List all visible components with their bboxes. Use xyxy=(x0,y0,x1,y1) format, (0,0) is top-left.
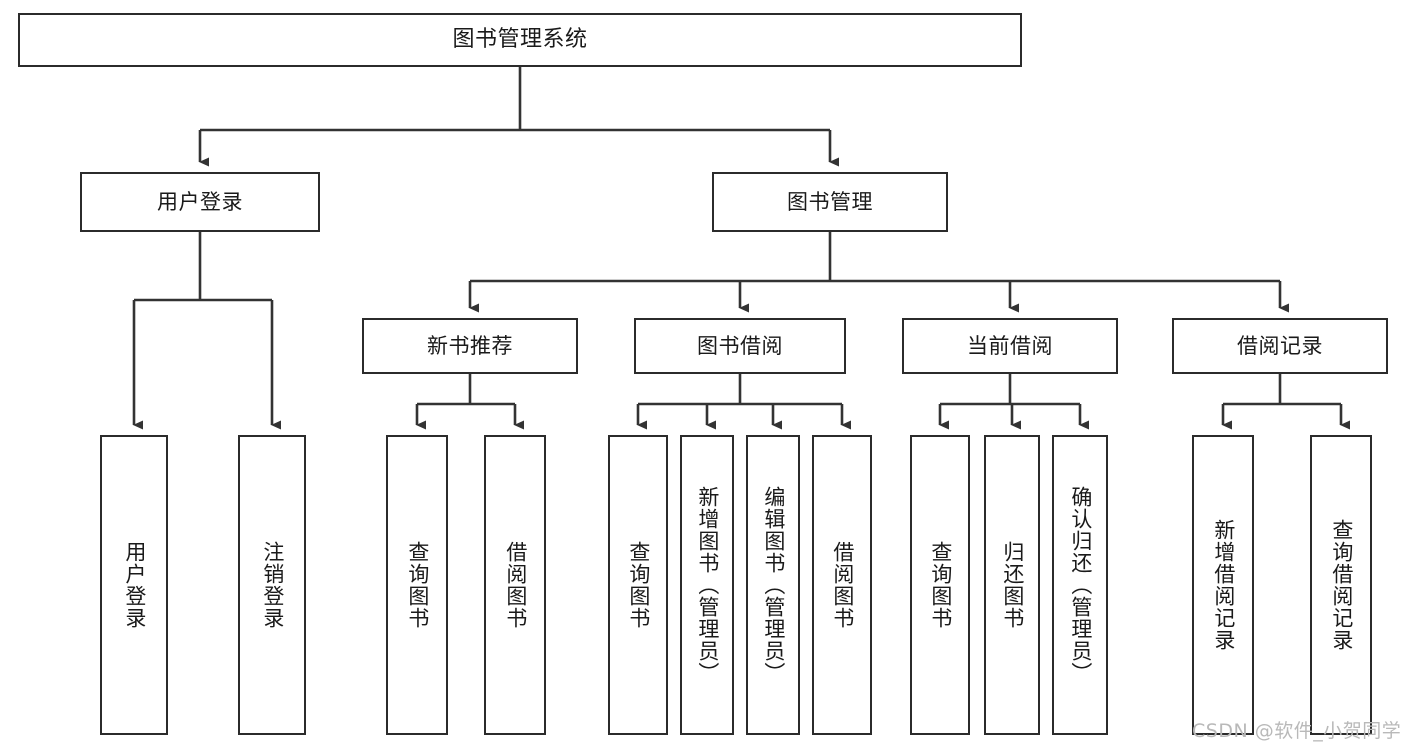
node-label: 新增图书（管理员） xyxy=(695,486,720,684)
node-label: 确认归还（管理员） xyxy=(1068,486,1093,684)
node-leaf-bb-edit[interactable]: 编辑图书（管理员） xyxy=(746,435,800,735)
node-label: 新书推荐 xyxy=(427,333,513,358)
node-label: 注销登录 xyxy=(260,541,285,629)
node-user-login[interactable]: 用户登录 xyxy=(80,172,320,232)
node-leaf-rec-borrow[interactable]: 借阅图书 xyxy=(484,435,546,735)
node-leaf-bb-add[interactable]: 新增图书（管理员） xyxy=(680,435,734,735)
node-book-borrow[interactable]: 图书借阅 xyxy=(634,318,846,374)
node-label: 借阅图书 xyxy=(503,541,528,629)
node-leaf-user-login[interactable]: 用户登录 xyxy=(100,435,168,735)
node-leaf-bb-query[interactable]: 查询图书 xyxy=(608,435,668,735)
node-root[interactable]: 图书管理系统 xyxy=(18,13,1022,67)
node-borrow-record[interactable]: 借阅记录 xyxy=(1172,318,1388,374)
node-label: 新增借阅记录 xyxy=(1211,519,1236,651)
node-label: 当前借阅 xyxy=(967,333,1053,358)
node-leaf-br-query[interactable]: 查询借阅记录 xyxy=(1310,435,1372,735)
node-label: 查询图书 xyxy=(626,541,651,629)
node-leaf-br-add[interactable]: 新增借阅记录 xyxy=(1192,435,1254,735)
node-label: 查询图书 xyxy=(928,541,953,629)
csdn-watermark: CSDN @软件_小贺同学 xyxy=(1192,720,1402,742)
node-current-borrow[interactable]: 当前借阅 xyxy=(902,318,1118,374)
node-label: 查询图书 xyxy=(405,541,430,629)
node-label: 图书管理 xyxy=(787,189,873,214)
node-label: 归还图书 xyxy=(1000,541,1025,629)
node-label: 借阅图书 xyxy=(830,541,855,629)
node-leaf-bb-borrow[interactable]: 借阅图书 xyxy=(812,435,872,735)
node-label: 编辑图书（管理员） xyxy=(761,486,786,684)
node-label: 查询借阅记录 xyxy=(1329,519,1354,651)
node-leaf-cb-confirm[interactable]: 确认归还（管理员） xyxy=(1052,435,1108,735)
node-label: 图书借阅 xyxy=(697,333,783,358)
node-leaf-user-logout[interactable]: 注销登录 xyxy=(238,435,306,735)
node-label: 借阅记录 xyxy=(1237,333,1323,358)
node-label: 用户登录 xyxy=(122,541,147,629)
node-new-book-rec[interactable]: 新书推荐 xyxy=(362,318,578,374)
node-leaf-cb-query[interactable]: 查询图书 xyxy=(910,435,970,735)
node-book-manage[interactable]: 图书管理 xyxy=(712,172,948,232)
node-label: 用户登录 xyxy=(157,189,243,214)
node-leaf-rec-query[interactable]: 查询图书 xyxy=(386,435,448,735)
node-leaf-cb-return[interactable]: 归还图书 xyxy=(984,435,1040,735)
node-label: 图书管理系统 xyxy=(452,27,588,53)
